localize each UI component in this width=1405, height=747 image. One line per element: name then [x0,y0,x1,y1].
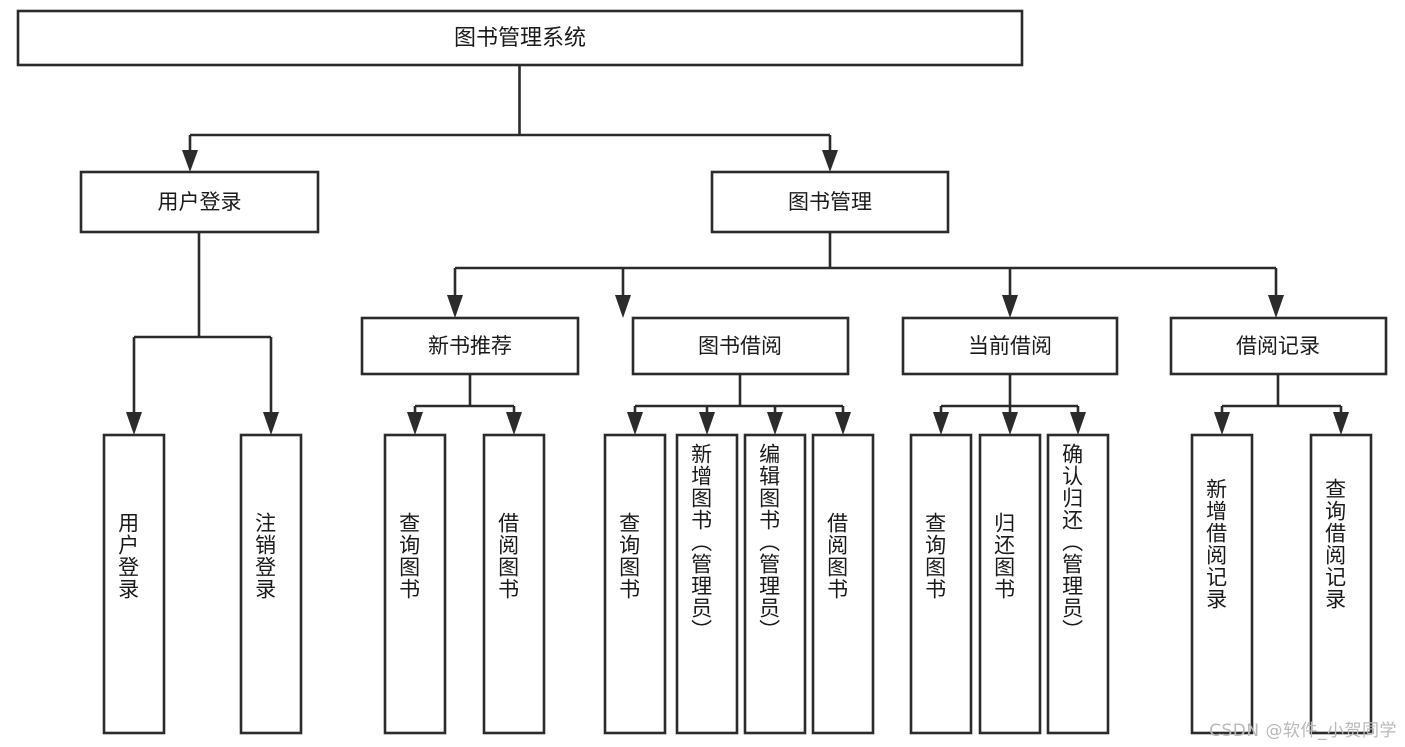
node-book-management[interactable]: 图书管理 [710,170,950,234]
node-user-login-label: 用户登录 [158,190,242,214]
node-borrow-record-box[interactable] [1169,316,1388,376]
arrow-head-nb-1 [407,412,423,435]
node-borrow-record[interactable]: 借阅记录 [1169,316,1388,376]
leaf-box-query-book-nb[interactable] [383,433,447,735]
leaf-box-borrow-book-bw[interactable] [811,433,875,735]
connector-root-to-level2 [182,65,838,172]
leaf-box-query-book-bw[interactable] [603,433,667,735]
arrow-head-rc-1 [1214,412,1230,435]
arrow-head-l3-2 [615,295,631,318]
node-book-management-box[interactable] [710,170,950,234]
arrow-head-cr-3 [1070,412,1086,435]
arrow-head-leaf-1 [126,412,142,435]
arrow-head-bw-2 [699,412,715,435]
connector-bookmgmt-to-level3 [447,232,1284,318]
node-user-login[interactable]: 用户登录 [79,170,320,234]
connector-borrow-to-leaves [627,374,851,435]
leaf-box-user-login[interactable] [102,433,166,735]
leaf-box-return-book[interactable] [978,433,1042,735]
node-user-login-box[interactable] [79,170,320,234]
arrow-head-l3-4 [1268,295,1284,318]
leaf-box-confirm-return[interactable] [1046,433,1110,735]
node-root[interactable]: 图书管理系统 [16,9,1024,67]
arrow-head-bw-4 [835,412,851,435]
connector-record-to-leaves [1214,374,1349,435]
connector-userlogin-to-leaves [126,232,279,435]
node-current-borrow[interactable]: 当前借阅 [901,316,1119,376]
node-borrow-record-label: 借阅记录 [1236,334,1320,358]
leaf-box-edit-book[interactable] [743,433,807,735]
arrow-head-rc-2 [1333,412,1349,435]
node-book-management-label: 图书管理 [788,190,872,214]
node-book-borrow[interactable]: 图书借阅 [631,316,850,376]
leaf-box-add-record[interactable] [1190,433,1254,735]
connector-current-to-leaves [933,374,1086,435]
arrow-head-l3-3 [1002,295,1018,318]
node-root-label: 图书管理系统 [454,26,586,51]
leaf-box-query-book-cr[interactable] [909,433,973,735]
arrow-head-bw-3 [767,412,783,435]
leaf-boxes [102,433,1373,735]
leaf-box-borrow-book-nb[interactable] [482,433,546,735]
node-book-borrow-label: 图书借阅 [698,334,782,358]
leaf-box-logout[interactable] [239,433,303,735]
leaf-box-add-book[interactable] [675,433,739,735]
watermark-text: CSDN @软件_小贺同学 [1209,721,1397,741]
node-book-borrow-box[interactable] [631,316,850,376]
node-root-box[interactable] [16,9,1024,67]
node-new-book-recommend-label: 新书推荐 [428,334,512,358]
node-current-borrow-box[interactable] [901,316,1119,376]
arrow-head-cr-2 [1002,412,1018,435]
arrow-head-nb-2 [506,412,522,435]
arrow-head-book-mgmt [822,150,838,172]
leaf-box-query-record[interactable] [1309,433,1373,735]
arrow-head-cr-1 [933,412,949,435]
node-current-borrow-label: 当前借阅 [968,334,1052,358]
node-new-book-recommend-box[interactable] [360,316,580,376]
arrow-head-l3-1 [447,295,463,318]
arrow-head-bw-1 [627,412,643,435]
connector-newbook-to-leaves [407,374,522,435]
arrow-head-leaf-2 [263,412,279,435]
arrow-head-user-login [182,150,198,172]
node-new-book-recommend[interactable]: 新书推荐 [360,316,580,376]
